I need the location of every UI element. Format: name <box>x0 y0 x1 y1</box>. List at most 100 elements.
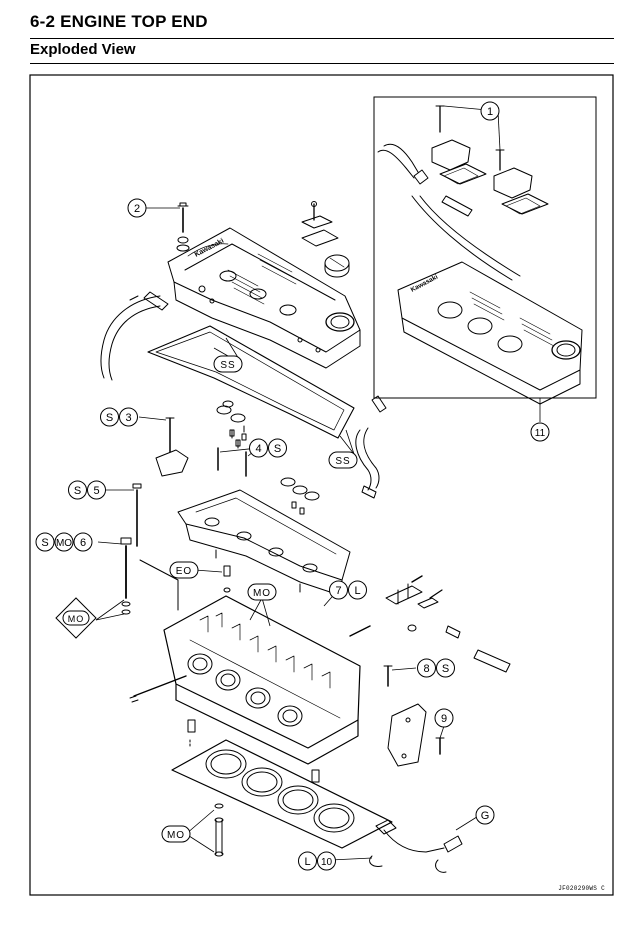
callout-text: S <box>41 537 48 549</box>
callout-text: EO <box>176 566 192 577</box>
breather-hose <box>100 291 169 381</box>
callout-circle <box>119 407 138 427</box>
callout-text: L <box>304 856 310 868</box>
callout-circle <box>298 851 317 871</box>
cover-gasket <box>147 325 355 439</box>
figure-reference: JF020290WS C <box>558 885 605 892</box>
callout-cg: G <box>475 805 495 825</box>
callout-ss1: SS <box>213 355 243 373</box>
callout-text: 11 <box>535 428 546 439</box>
inset-box <box>373 96 597 399</box>
callout-c6: S MO 6 <box>35 532 93 552</box>
callout-circle <box>268 438 287 458</box>
callout-pill <box>169 561 199 579</box>
plug-hole-gaskets <box>216 400 320 515</box>
callout-ss2: SS <box>328 451 358 469</box>
callout-circle <box>127 198 147 218</box>
callout-c11: 11 <box>530 422 550 442</box>
callout-text: 3 <box>125 412 131 424</box>
callout-pill <box>213 355 243 373</box>
oil-filler-cap <box>324 254 350 278</box>
callout-c2: 2 <box>127 198 147 218</box>
callout-circle <box>475 805 495 825</box>
callout-c9: 9 <box>434 708 454 728</box>
callout-text: 10 <box>321 857 333 868</box>
callout-text: G <box>481 810 490 822</box>
head-bolts <box>120 483 179 615</box>
section-subtitle: Exploded View <box>30 41 136 58</box>
callout-circle <box>329 580 348 600</box>
callout-circle <box>530 422 550 442</box>
callout-text: S <box>442 663 449 675</box>
callout-circle <box>73 532 93 552</box>
eo-plug <box>223 565 231 593</box>
callout-pill <box>247 583 277 601</box>
callout-c1: 1 <box>480 101 500 121</box>
cylinder-head-gasket <box>171 739 393 849</box>
callout-text: 6 <box>80 537 86 549</box>
callout-circle <box>434 708 454 728</box>
cylinder-head <box>129 595 371 765</box>
callout-pill <box>161 825 191 843</box>
page-title: 6-2 ENGINE TOP END <box>30 12 208 31</box>
leader-lines <box>95 105 541 862</box>
callout-text: SS <box>335 456 350 467</box>
callout-text: 2 <box>134 203 140 215</box>
callout-text: 1 <box>487 106 493 118</box>
title-rule <box>30 38 614 39</box>
callout-text: 8 <box>423 663 429 675</box>
callout-pill <box>62 610 90 626</box>
callout-c10: L 10 <box>298 851 336 871</box>
camshaft-cap-bolts <box>155 417 247 477</box>
subtitle-rule <box>30 63 614 64</box>
callout-circle <box>35 532 55 552</box>
figure-frame <box>29 74 614 896</box>
callout-text: 9 <box>441 713 447 725</box>
callout-text: S <box>74 485 81 497</box>
callout-text: MO <box>253 588 271 599</box>
callout-text: 7 <box>335 585 341 597</box>
callout-text: MO <box>56 538 72 549</box>
breather-fitting <box>355 395 387 499</box>
callout-text: 4 <box>255 443 261 455</box>
callout-circle <box>68 480 87 500</box>
callout-text: 5 <box>93 485 99 497</box>
oil-pipe <box>214 803 224 857</box>
breather-plate <box>301 201 339 247</box>
callout-text: MO <box>68 614 85 624</box>
head-bracket <box>387 703 445 767</box>
camshaft-holder <box>177 489 351 597</box>
callout-text: MO <box>167 830 185 841</box>
callout-circle <box>317 851 336 871</box>
inset-hoses <box>377 143 521 281</box>
callout-circle <box>249 438 268 458</box>
callout-text: S <box>106 412 113 424</box>
cylinder-head-cover: Kawasaki <box>167 227 361 369</box>
callout-circle <box>87 480 106 500</box>
cover-bolt <box>176 202 190 252</box>
callout-mo2: MO <box>55 597 97 639</box>
inset-cover: Kawasaki <box>397 261 583 405</box>
reed-valve-covers <box>431 105 549 215</box>
callout-text: SS <box>220 360 235 371</box>
callout-text: L <box>354 585 360 597</box>
temperature-sensor <box>369 819 463 873</box>
cam-chain-tensioner <box>385 575 511 673</box>
callout-circle <box>480 101 500 121</box>
bracket-bolt <box>383 665 393 687</box>
callout-mo1: MO <box>247 583 277 601</box>
callout-circle <box>417 658 436 678</box>
callout-text: S <box>274 443 281 455</box>
callout-mo3: MO <box>161 825 191 843</box>
callout-circle <box>436 658 455 678</box>
callout-eo: EO <box>169 561 199 579</box>
callout-circle <box>100 407 119 427</box>
dowel-pins <box>187 719 320 783</box>
